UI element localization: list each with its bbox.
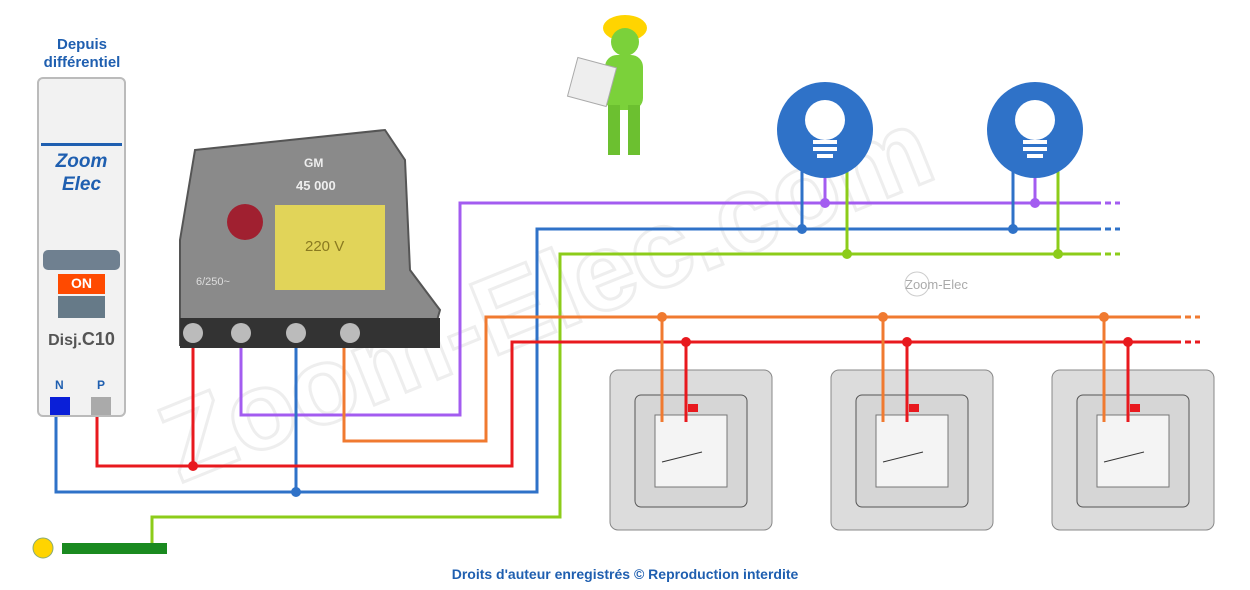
breaker-label: Disj. [48,332,82,349]
copyright-footer: Droits d'auteur enregistrés © Reproducti… [451,566,799,582]
header-label: Depuis différentiel [30,36,134,72]
wire-purple [239,201,1095,417]
breaker-on-indicator: ON [71,275,92,291]
wire-green-earth [150,252,1095,545]
wire-red-phase [95,340,1175,468]
wall-switch-1[interactable] [609,312,773,531]
lamp-1 [777,82,873,178]
worker-figure [566,15,647,155]
relay-voltage: 220 V [305,238,345,255]
lamp-2 [987,82,1083,178]
small-logo: Zoom-Elec [904,271,968,297]
breaker-brand2: Elec [61,174,102,195]
terminal-p-label: P [97,378,106,392]
header-line1: Depuis [56,36,107,53]
wall-switch-2[interactable] [830,312,994,531]
wire-blue-neutral [54,227,1095,494]
breaker-brand1: Zoom [55,151,108,172]
circuit-breaker [37,77,126,417]
impulse-relay [179,128,442,348]
terminal-n-label: N [55,378,64,392]
wire-orange-control [342,315,1175,443]
header-line2: différentiel [43,54,121,71]
relay-model: 45 000 [296,178,336,193]
breaker-rating: C10 [81,329,115,349]
relay-rating: 6/250~ [196,276,230,288]
svg-text:Zoom-Elec: Zoom-Elec [905,277,968,292]
earth-terminal-bar [32,537,167,559]
relay-brand: GM [304,156,324,170]
wall-switch-3[interactable] [1051,312,1215,531]
